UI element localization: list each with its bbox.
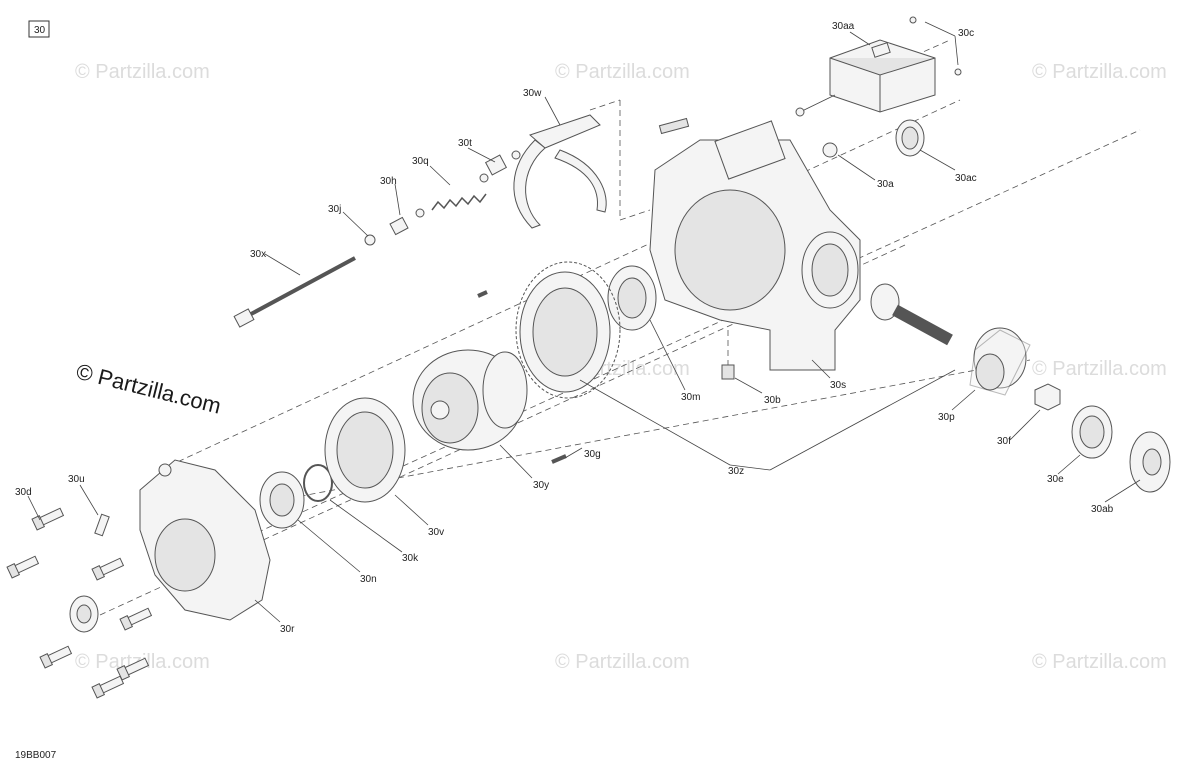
callout-30m: 30m [681, 392, 700, 403]
callout-30s: 30s [830, 380, 846, 391]
shift-fork-30w [513, 114, 690, 229]
bearing-30m [607, 265, 657, 331]
actuator-30aa [795, 16, 962, 117]
watermark: © Partzilla.com [1032, 358, 1167, 380]
callout-30f: 30f [997, 436, 1011, 447]
ring-gear-30z [515, 261, 621, 399]
shift-rod-assembly [233, 150, 521, 328]
callout-30p: 30p [938, 412, 955, 423]
differential-30y [412, 349, 528, 451]
leader-lines [27, 21, 1141, 623]
callout-30y: 30y [533, 480, 549, 491]
o-ring-30k [303, 464, 333, 502]
watermark-large: © Partzilla.com [74, 359, 224, 419]
pin-30g [551, 454, 567, 464]
watermark: © Partzilla.com [1032, 61, 1167, 83]
seal-30ab [1129, 431, 1171, 493]
callout-labels: 30aa 30c 30w 30t 30q 30h 30j 30x 30a 30a… [15, 21, 1114, 635]
bolts-30d [6, 507, 153, 699]
callout-30a: 30a [877, 179, 894, 190]
watermark: © Partzilla.com [555, 61, 690, 83]
callout-30ac: 30ac [955, 173, 977, 184]
seal-30ac [895, 119, 925, 157]
coupling-30v [324, 397, 406, 503]
callout-30b: 30b [764, 395, 781, 406]
callout-30ab: 30ab [1091, 504, 1114, 515]
callout-30j: 30j [328, 204, 341, 215]
callout-30u: 30u [68, 474, 85, 485]
callout-30h: 30h [380, 176, 397, 187]
callout-30n: 30n [360, 574, 377, 585]
nut-30f [1034, 383, 1061, 411]
callout-30t: 30t [458, 138, 472, 149]
callout-30k: 30k [402, 553, 419, 564]
plug-30b [721, 364, 735, 380]
figure-code: 19BB007 [15, 750, 57, 761]
cover-30r [139, 459, 271, 621]
seal-left [69, 595, 99, 633]
callout-30v: 30v [428, 527, 444, 538]
group-label-box [28, 20, 50, 38]
callout-30w: 30w [523, 88, 542, 99]
callout-30aa: 30aa [832, 21, 855, 32]
pin [477, 290, 488, 298]
callout-30q: 30q [412, 156, 429, 167]
group-label: 30 [34, 25, 46, 36]
watermark: © Partzilla.com [75, 61, 210, 83]
retainer-30e [1071, 405, 1113, 459]
main-housing-30s [649, 120, 861, 371]
callout-30r: 30r [280, 624, 295, 635]
callout-30c: 30c [958, 28, 974, 39]
callout-30g: 30g [584, 449, 601, 460]
pinion-gear [870, 283, 953, 346]
callout-30x: 30x [250, 249, 266, 260]
callout-30z: 30z [728, 466, 744, 477]
bearing-30p [969, 327, 1031, 396]
callout-30d: 30d [15, 487, 32, 498]
bearing-30n [259, 471, 305, 529]
callout-30e: 30e [1047, 474, 1064, 485]
watermark: © Partzilla.com [555, 651, 690, 673]
watermark: © Partzilla.com [1032, 651, 1167, 673]
